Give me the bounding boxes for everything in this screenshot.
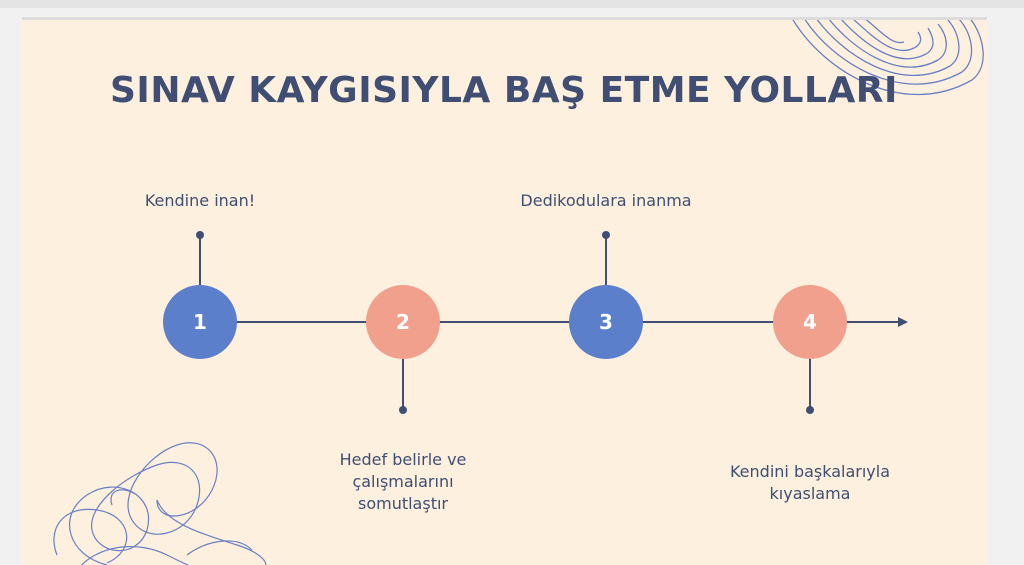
step-circle-2: 2 <box>366 285 440 359</box>
step-number-2: 2 <box>396 310 410 334</box>
step-circle-1: 1 <box>163 285 237 359</box>
step-number-3: 3 <box>599 310 613 334</box>
concentric-lines-decoration <box>792 20 984 96</box>
slide: SINAV KAYGISIYLA BAŞ ETME YOLLARI 1 2 3 … <box>22 17 987 565</box>
connector-dot-3 <box>602 231 610 239</box>
step-circle-3: 3 <box>569 285 643 359</box>
step-label-1: Kendine inan! <box>144 191 256 210</box>
step-circle-4: 4 <box>773 285 847 359</box>
step-number-1: 1 <box>193 310 207 334</box>
slide-title: SINAV KAYGISIYLA BAŞ ETME YOLLARI <box>110 70 898 111</box>
connector-dot-2 <box>399 406 407 414</box>
connector-dot-1 <box>196 231 204 239</box>
window-top-bar <box>0 0 1024 8</box>
step-label-3: Dedikodulara inanma <box>520 191 692 210</box>
connector-dot-4 <box>806 406 814 414</box>
step-label-4: Kendini başkalarıyla kıyaslama <box>729 462 891 503</box>
arrow-head-icon <box>898 317 908 327</box>
step-label-2: Hedef belirle ve çalışmalarını somutlaşt… <box>339 450 467 513</box>
step-number-4: 4 <box>803 310 817 334</box>
